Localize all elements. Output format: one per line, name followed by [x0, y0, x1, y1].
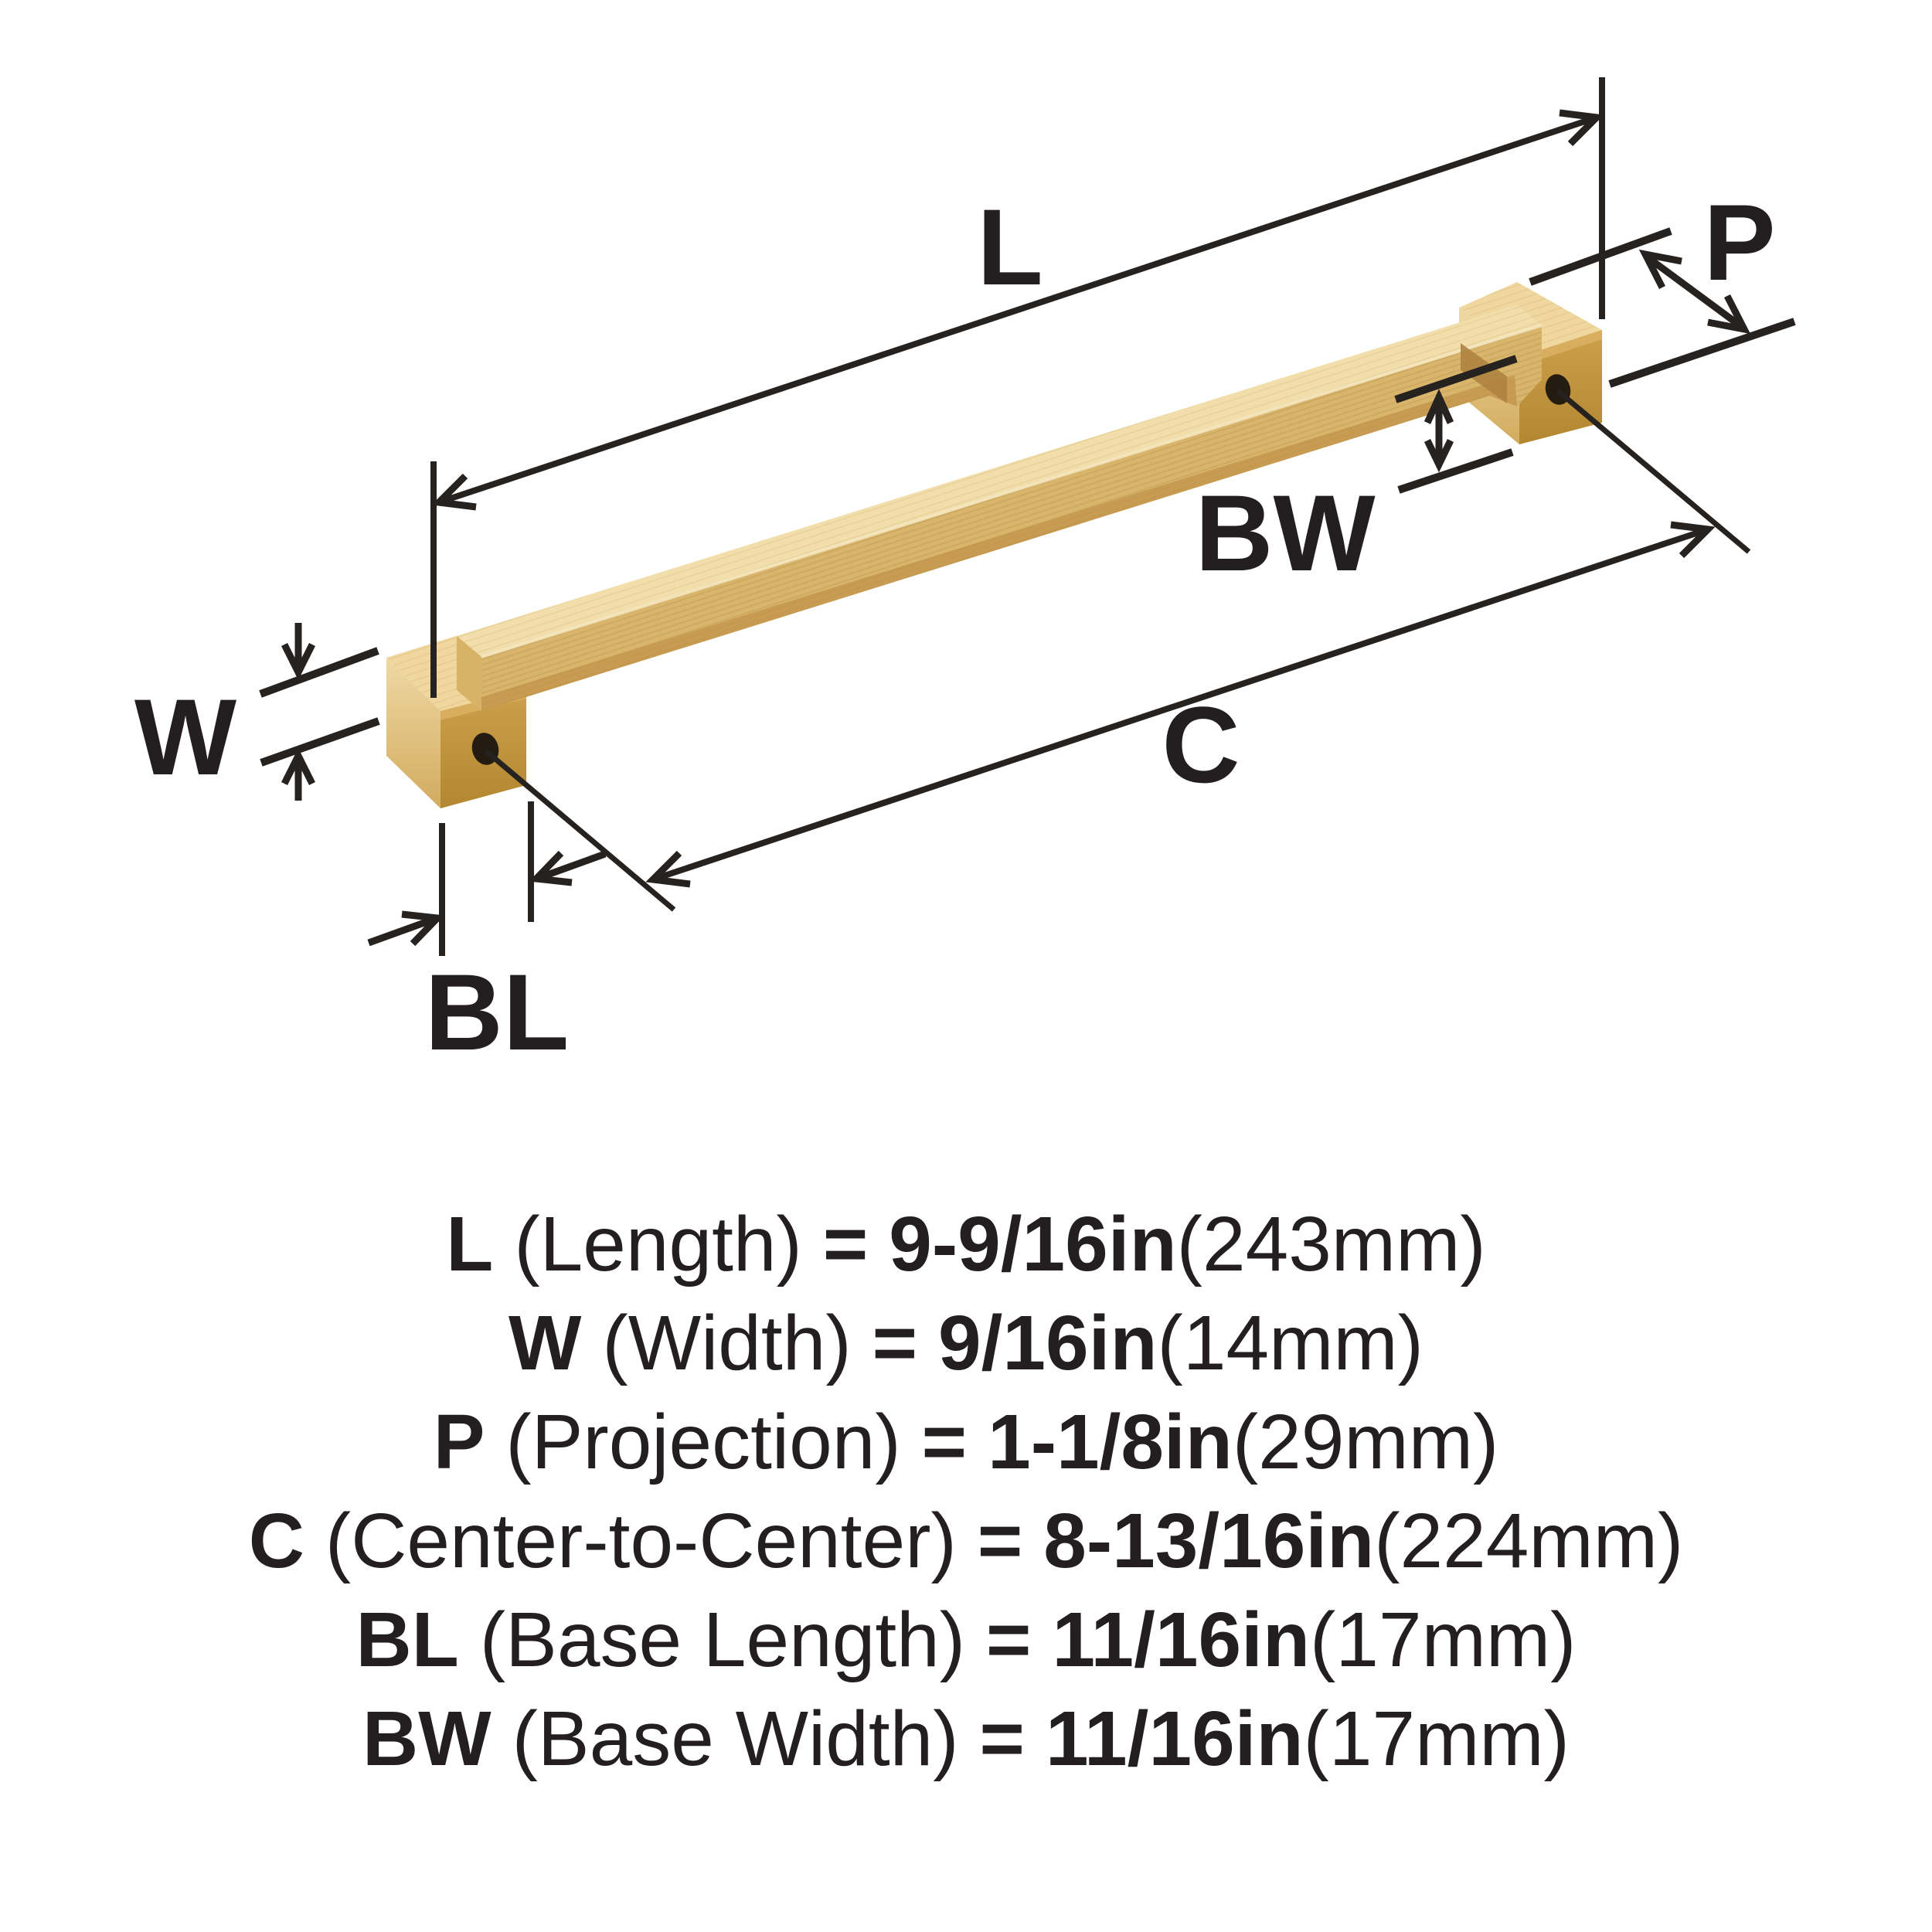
spec-list: L (Length) = 9-9/16in (243mm) W (Width) … — [0, 1195, 1932, 1788]
spec-code: C — [248, 1498, 304, 1584]
spec-value-inches: 9-9/16in — [889, 1201, 1177, 1287]
spec-code: BW — [362, 1696, 492, 1782]
bar-left-end-cap — [457, 636, 481, 711]
spec-name: (Center-to-Center) — [325, 1498, 957, 1584]
bar-arris-highlight — [481, 324, 1543, 658]
dimension-line-center — [651, 526, 1709, 883]
dim-label-base-width: BW — [1195, 472, 1375, 594]
spec-code: L — [446, 1201, 494, 1287]
tick-width-lower — [260, 717, 380, 767]
dimension-line-projection — [1645, 254, 1744, 330]
arrowhead-center-right — [1670, 521, 1716, 559]
bar-front-face-grain — [481, 325, 1542, 711]
arrowhead-base-width-up — [1423, 389, 1454, 424]
spec-row-length: L (Length) = 9-9/16in (243mm) — [446, 1195, 1485, 1294]
spec-value-group: 1-1/8in (29mm) — [988, 1393, 1498, 1492]
tick-base-width-lower — [1397, 448, 1514, 494]
spec-value-metric: (243mm) — [1176, 1201, 1486, 1287]
spec-value-metric: (29mm) — [1232, 1399, 1499, 1485]
leader-line-right-hole — [1556, 389, 1751, 554]
spec-equals: = — [979, 1696, 1025, 1782]
spec-name: (Length) — [514, 1201, 802, 1287]
spec-name: (Base Width) — [512, 1696, 959, 1782]
spec-value-group: 11/16in (17mm) — [1052, 1590, 1576, 1689]
tick-projection-upper — [1529, 227, 1672, 286]
dimension-labels: L P BW W C BL — [134, 182, 1776, 1073]
spec-row-base-width: BW (Base Width) = 11/16in (17mm) — [362, 1689, 1570, 1788]
spec-equals: = — [921, 1399, 968, 1485]
spec-name: (Base Length) — [479, 1597, 966, 1683]
dimension-projection — [1529, 227, 1796, 388]
dimension-base-width — [1394, 355, 1518, 494]
dim-label-center: C — [1162, 684, 1240, 805]
spec-value-metric: (17mm) — [1310, 1597, 1577, 1683]
dimension-width — [259, 623, 380, 801]
arrowhead-length-left — [431, 473, 477, 511]
arrowhead-base-length-left — [401, 910, 445, 947]
dim-label-projection: P — [1703, 182, 1775, 303]
spec-equals: = — [977, 1498, 1023, 1584]
spec-value-inches: 1-1/8in — [988, 1399, 1233, 1485]
bar-top-face-grain — [457, 304, 1542, 657]
tick-base-width-upper — [1394, 355, 1518, 403]
handle-bar — [457, 304, 1543, 711]
spec-row-projection: P (Projection) = 1-1/8in (29mm) — [434, 1393, 1499, 1492]
dimension-annotations — [259, 77, 1796, 956]
dimension-center-to-center — [484, 389, 1751, 912]
spec-value-inches: 11/16in — [1052, 1597, 1311, 1683]
dimension-length — [430, 77, 1605, 698]
spec-code: P — [433, 1399, 485, 1485]
arrowhead-projection-lower — [1707, 294, 1751, 335]
arrow-shaft-base-length-right — [539, 850, 607, 881]
spec-row-center-to-center: C (Center-to-Center) = 8-13/16in (224mm) — [249, 1492, 1684, 1590]
spec-value-group: 9/16in (14mm) — [938, 1294, 1423, 1393]
dim-label-length: L — [977, 186, 1043, 308]
spec-value-group: 11/16in (17mm) — [1046, 1689, 1570, 1788]
tick-width-upper — [259, 647, 379, 698]
arrowhead-width-up — [281, 747, 316, 786]
spec-name: (Projection) — [505, 1399, 901, 1485]
spec-equals: = — [986, 1597, 1032, 1683]
spec-value-metric: (224mm) — [1374, 1498, 1684, 1584]
pull-handle-render — [386, 282, 1602, 808]
spec-value-group: 8-13/16in (224mm) — [1043, 1492, 1683, 1590]
spec-equals: = — [822, 1201, 869, 1287]
arrowhead-projection-upper — [1638, 249, 1682, 290]
dimension-base-length — [367, 801, 607, 956]
spec-value-inches: 9/16in — [938, 1300, 1158, 1386]
left-base-side-face — [386, 658, 440, 808]
spec-code: BL — [355, 1597, 459, 1683]
arrowhead-length-right — [1559, 109, 1604, 147]
spec-value-metric: (17mm) — [1303, 1696, 1570, 1782]
spec-row-base-length: BL (Base Length) = 11/16in (17mm) — [356, 1590, 1577, 1689]
tick-projection-lower — [1608, 318, 1796, 388]
dimension-line-length — [437, 114, 1598, 505]
arrowhead-base-length-right — [529, 850, 573, 886]
arrowhead-width-down — [281, 642, 316, 681]
arrowhead-center-left — [645, 850, 691, 888]
spec-value-metric: (14mm) — [1157, 1300, 1423, 1386]
spec-code: W — [509, 1300, 582, 1386]
spec-value-inches: 8-13/16in — [1043, 1498, 1375, 1584]
spec-row-width: W (Width) = 9/16in (14mm) — [509, 1294, 1423, 1393]
spec-name: (Width) — [602, 1300, 852, 1386]
spec-equals: = — [872, 1300, 918, 1386]
arrowhead-base-width-down — [1423, 439, 1454, 473]
arrow-shaft-base-length-left — [367, 916, 434, 947]
leader-line-left-hole — [484, 749, 676, 912]
bar-bottom-shade — [481, 376, 1517, 711]
dim-label-width: W — [134, 676, 236, 798]
spec-value-inches: 11/16in — [1045, 1696, 1304, 1782]
spec-value-group: 9-9/16in (243mm) — [889, 1195, 1485, 1294]
dim-label-base-length: BL — [425, 951, 570, 1073]
